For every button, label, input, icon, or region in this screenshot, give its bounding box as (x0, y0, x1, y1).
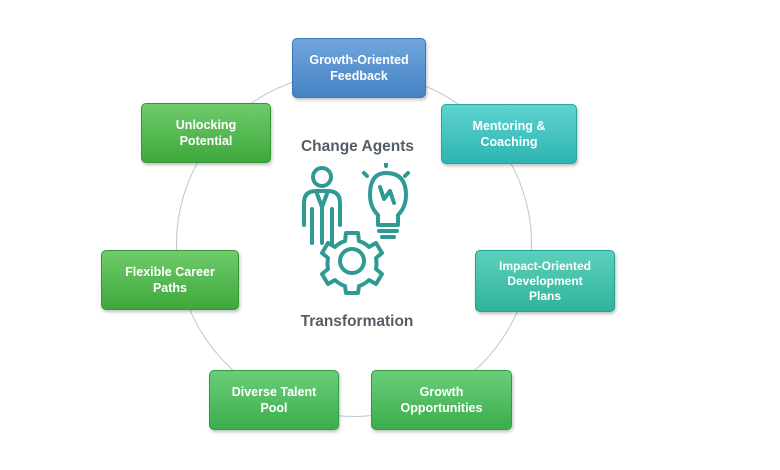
node-diverse-talent-pool: Diverse Talent Pool (209, 370, 339, 430)
gear-icon (320, 231, 384, 295)
node-growth-opportunities: Growth Opportunities (371, 370, 512, 430)
node-label-line: Impact-Oriented (498, 258, 591, 273)
node-label-line: Growth (419, 385, 464, 399)
node-label-line: Coaching (480, 135, 538, 149)
node-growth-oriented-feedback: Growth-Oriented Feedback (292, 38, 426, 98)
node-label-line: Opportunities (400, 401, 483, 415)
node-mentoring-coaching: Mentoring & Coaching (441, 104, 577, 164)
person-icon (302, 166, 342, 245)
node-label-line: Feedback (330, 69, 388, 83)
lightbulb-icon (362, 163, 410, 239)
node-impact-oriented-development-plans: Impact-Oriented Development Plans (475, 250, 615, 312)
center-illustration (302, 163, 410, 295)
node-label-line: Diverse Talent (231, 385, 317, 399)
node-label-line: Growth-Oriented (309, 53, 409, 67)
node-unlocking-potential: Unlocking Potential (141, 103, 271, 163)
node-label-line: Plans (528, 288, 561, 303)
center-subtitle: Transformation (300, 313, 414, 330)
node-label-line: Unlocking (175, 118, 237, 132)
node-label-line: Mentoring & (472, 119, 546, 133)
node-label-line: Flexible Career (125, 265, 215, 279)
node-label-line: Development (507, 273, 583, 288)
node-label-line: Pool (260, 401, 288, 415)
center-title: Change Agents (300, 138, 415, 155)
node-label-line: Potential (179, 134, 233, 148)
node-label-line: Paths (152, 281, 188, 295)
node-flexible-career-paths: Flexible Career Paths (101, 250, 239, 310)
